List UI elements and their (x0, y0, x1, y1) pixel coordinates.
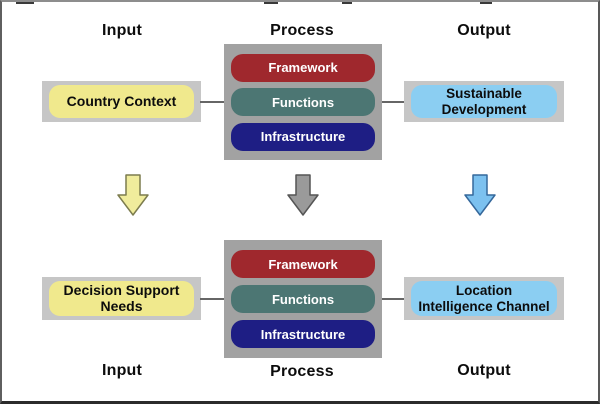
footer-input: Input (101, 362, 143, 379)
process-item-infrastructure: Infrastructure (231, 122, 375, 151)
cropped-text-remnant (342, 2, 352, 4)
header-process: Process (270, 22, 334, 39)
process-item-functions: Functions (231, 285, 375, 313)
cropped-text-remnant (480, 2, 492, 4)
header-output: Output (457, 22, 511, 39)
output-box-sustainable-development: Sustainable Development (411, 85, 557, 118)
connector-line (382, 101, 404, 103)
process-item-framework: Framework (231, 250, 375, 278)
footer-output: Output (457, 362, 511, 379)
output-box-location-intelligence-channel: Location Intelligence Channel (411, 281, 557, 316)
cropped-text-remnant (16, 2, 34, 4)
down-arrow-icon (287, 174, 319, 216)
process-item-functions: Functions (231, 88, 375, 116)
process-item-infrastructure: Infrastructure (231, 320, 375, 348)
connector-line (200, 298, 224, 300)
down-arrow-icon (117, 174, 149, 216)
output-box-backing: Sustainable Development (404, 81, 564, 122)
footer-process: Process (270, 363, 334, 380)
output-box-backing: Location Intelligence Channel (404, 277, 564, 320)
down-arrow-icon (464, 174, 496, 216)
connector-line (200, 101, 224, 103)
header-input: Input (101, 22, 143, 39)
input-box-decision-support-needs: Decision Support Needs (49, 281, 194, 316)
process-item-framework: Framework (231, 53, 375, 82)
input-box-country-context: Country Context (49, 85, 194, 118)
input-box-backing: Country Context (42, 81, 201, 122)
process-box-bottom: Framework Functions Infrastructure (224, 240, 382, 358)
connector-line (382, 298, 404, 300)
cropped-text-remnant (264, 2, 278, 4)
input-box-backing: Decision Support Needs (42, 277, 201, 320)
process-box-top: Framework Functions Infrastructure (224, 44, 382, 160)
